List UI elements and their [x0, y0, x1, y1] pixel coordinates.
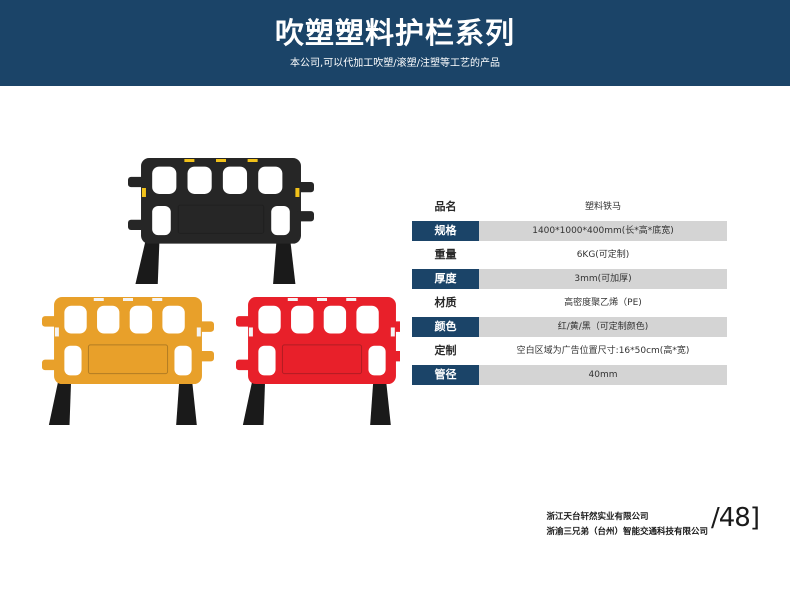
spec-value: 6KG(可定制) [576, 250, 630, 260]
spec-row: 材质 高密度聚乙烯（PE) [412, 293, 727, 313]
spec-row: 品名 塑料铁马 [412, 197, 727, 217]
spec-label: 品名 [434, 200, 457, 213]
spec-row: 颜色红/黄/黑（可定制颜色) [412, 317, 727, 337]
red-barrier-image [236, 297, 400, 425]
spec-label: 颜色 [412, 317, 479, 337]
spec-value: 红/黄/黑（可定制颜色) [479, 317, 727, 337]
page-number: /48] [711, 503, 760, 533]
yellow-barrier-image [42, 297, 214, 425]
spec-value: 1400*1000*400mm(长*高*底宽) [479, 221, 727, 241]
spec-label: 定制 [434, 344, 457, 357]
black-barrier-image [128, 158, 314, 284]
spec-value: 3mm(可加厚) [479, 269, 727, 289]
page-subtitle: 本公司,可以代加工吹塑/滚塑/注塑等工艺的产品 [290, 58, 500, 69]
product-images [42, 158, 400, 425]
spec-row: 定制 空白区域为广告位置尺寸:16*50cm(高*宽) [412, 341, 727, 361]
spec-row: 重量 6KG(可定制) [412, 245, 727, 265]
spec-value: 高密度聚乙烯（PE) [564, 298, 642, 308]
spec-label: 材质 [434, 296, 457, 309]
footer-companies: 浙江天台轩然实业有限公司 浙渝三兄弟（台州）智能交通科技有限公司 [546, 510, 708, 540]
spec-value: 空白区域为广告位置尺寸:16*50cm(高*宽) [516, 346, 690, 356]
spec-value: 塑料铁马 [584, 202, 621, 212]
spec-label: 规格 [412, 221, 479, 241]
spec-value: 40mm [479, 365, 727, 385]
spec-label: 重量 [434, 248, 457, 261]
page-title: 吹塑塑料护栏系列 [274, 16, 515, 50]
company-name-1: 浙江天台轩然实业有限公司 [546, 512, 649, 522]
header-banner: 吹塑塑料护栏系列 本公司,可以代加工吹塑/滚塑/注塑等工艺的产品 [0, 0, 790, 86]
spec-label: 管径 [412, 365, 479, 385]
spec-label: 厚度 [412, 269, 479, 289]
company-name-2: 浙渝三兄弟（台州）智能交通科技有限公司 [546, 527, 708, 537]
